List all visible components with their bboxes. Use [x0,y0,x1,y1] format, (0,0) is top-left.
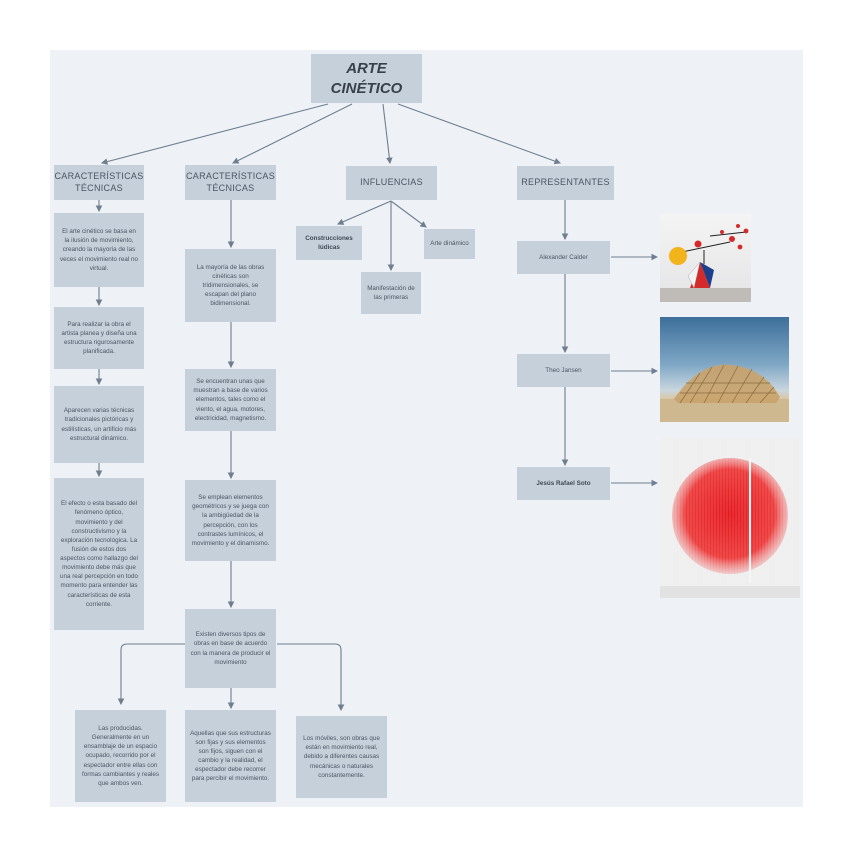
bottom-text-3: Los móviles, son obras que están en movi… [296,716,387,798]
column1-text-1: El arte cinético se basa en la ilusión d… [54,213,144,287]
column2-text-3: Se emplean elementos geométricos y se ju… [185,480,276,561]
influence-constructivism: Construcciones lúdicas [296,226,362,260]
column2-text-1: La mayoría de las obras cinéticas son tr… [185,249,276,322]
representative-calder: Alexander Calder [517,241,610,274]
soto-sphere-image [660,438,800,598]
bottom-text-2: Aquellas que sus estructuras son fijas y… [185,710,276,802]
bottom-text-1: Las producidas. Generalmente en un ensam… [75,710,166,802]
page-title: ARTE CINÉTICO [311,54,422,103]
branch-influences: INFLUENCIAS [346,166,437,200]
influence-dadaism: Arte dinámico [424,229,475,259]
representative-jansen: Theo Jansen [517,354,610,387]
column2-text-4: Existen diversos tipos de obras en base … [185,609,276,688]
branch-technical-1: CARACTERÍSTICAS TÉCNICAS [54,165,144,200]
branch-technical-2: CARACTERÍSTICAS TÉCNICAS [185,165,276,200]
column1-text-2: Para realizar la obra el artista planea … [54,307,144,369]
column1-text-3: Aparecen varias técnicas tradicionales p… [54,386,144,463]
representative-soto: Jesús Rafael Soto [517,467,610,500]
column1-text-4: El efecto o esta basado del fenómeno ópt… [54,478,144,630]
branch-representatives: REPRESENTANTES [517,166,614,200]
strandbeest-image [660,317,789,422]
influence-futurism: Manifestación de las primeras [361,272,421,314]
column2-text-2: Se encuentran unas que muestran a base d… [185,369,276,431]
calder-mobile-image [660,214,751,302]
